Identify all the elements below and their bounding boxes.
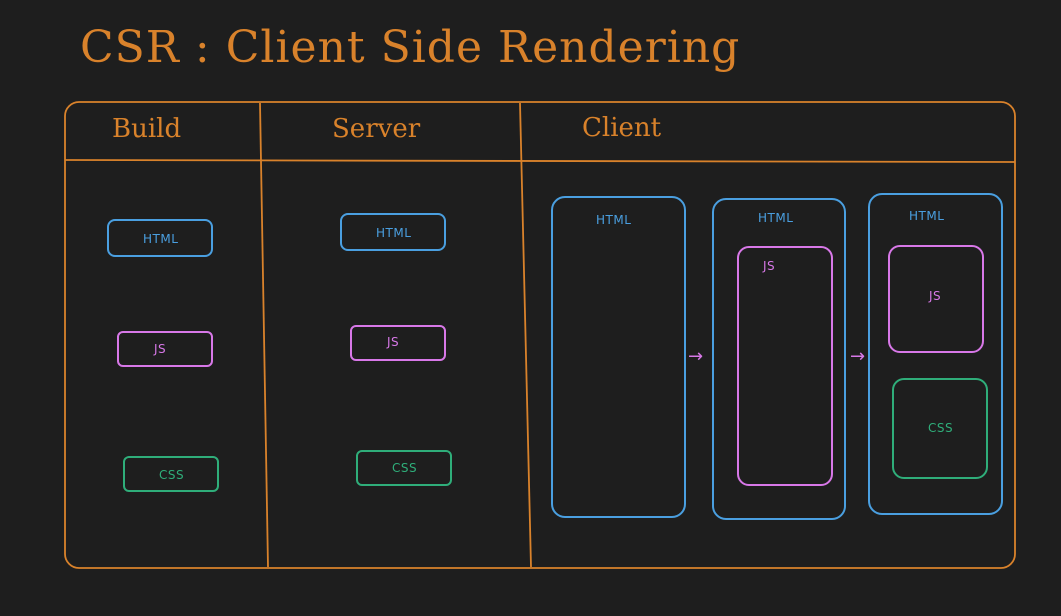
client-stage3-js-box: JS	[888, 245, 984, 353]
column-header-build: Build	[112, 114, 182, 144]
build-html-box: HTML	[107, 219, 213, 257]
server-html-box: HTML	[340, 213, 446, 251]
build-css-label: CSS	[159, 468, 185, 482]
arrow-stage1-to-stage2: →	[688, 346, 704, 367]
client-stage2-js-box: JS	[737, 246, 833, 486]
client-stage2-html-label: HTML	[758, 211, 794, 225]
client-stage3-js-label: JS	[929, 289, 942, 303]
column-header-server: Server	[332, 114, 421, 144]
server-js-label: JS	[387, 335, 400, 349]
client-stage1-html-box: HTML	[551, 196, 686, 518]
client-stage3-html-box: HTML	[868, 193, 1003, 515]
arrow-stage2-to-stage3: →	[850, 346, 866, 367]
client-stage2-js-label: JS	[763, 259, 776, 273]
build-html-label: HTML	[143, 232, 179, 246]
client-stage3-html-label: HTML	[909, 209, 945, 223]
build-css-box: CSS	[123, 456, 219, 492]
build-js-box: JS	[117, 331, 213, 367]
header-divider	[64, 159, 1016, 163]
client-stage2-html-box: HTML	[712, 198, 846, 520]
client-stage1-html-label: HTML	[596, 213, 632, 227]
client-stage3-css-label: CSS	[928, 421, 954, 435]
server-js-box: JS	[350, 325, 446, 361]
build-js-label: JS	[154, 342, 167, 356]
column-divider-1	[259, 102, 269, 568]
server-css-box: CSS	[356, 450, 452, 486]
table-outline	[64, 101, 1016, 569]
client-stage3-css-box: CSS	[892, 378, 988, 479]
server-html-label: HTML	[376, 226, 412, 240]
server-css-label: CSS	[392, 461, 418, 475]
column-header-client: Client	[582, 113, 662, 143]
diagram-title: CSR : Client Side Rendering	[80, 22, 741, 73]
column-divider-2	[519, 102, 532, 568]
